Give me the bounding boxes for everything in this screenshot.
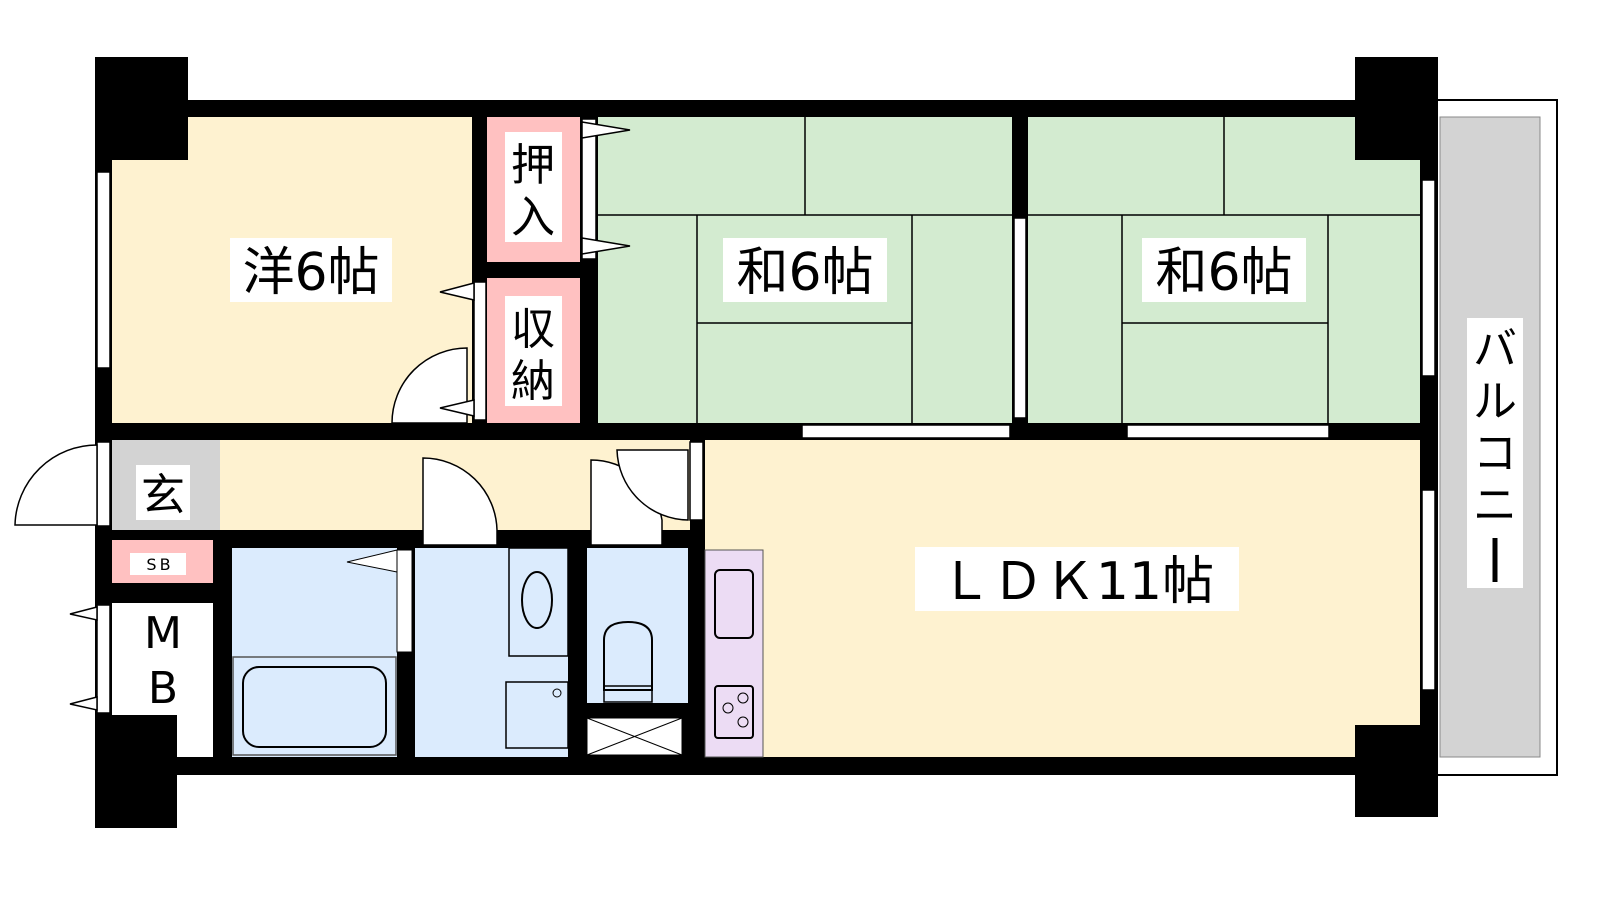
door-icon	[391, 347, 468, 424]
label-oshiire-1: 押	[511, 140, 555, 191]
kitchen-sink-icon	[714, 569, 754, 639]
label-genkan: 玄	[141, 470, 185, 521]
label-western-room: 洋6帖	[242, 243, 379, 303]
washroom-door-icon	[422, 457, 498, 546]
label-oshiire-2: 入	[511, 192, 555, 243]
label-balcony-2: ル	[1473, 376, 1517, 427]
label-japanese-room-2: 和6帖	[1155, 243, 1292, 303]
label-shuno-1: 収	[511, 304, 555, 355]
bathroom	[232, 548, 413, 757]
stove-icon	[714, 685, 754, 739]
label-balcony-4: ニ	[1473, 480, 1517, 531]
label-shoe-box: SB	[146, 555, 173, 574]
pillars	[95, 57, 1438, 828]
label-balcony-3: コ	[1473, 428, 1517, 479]
toilet	[586, 548, 688, 756]
doors	[14, 121, 689, 711]
label-japanese-room-1: 和6帖	[736, 243, 873, 303]
label-balcony-1: バ	[1473, 324, 1517, 375]
label-meter-box-2: B	[148, 663, 178, 714]
room-japanese-1	[598, 117, 1012, 423]
label-shuno-2: 納	[511, 356, 555, 407]
bathtub-icon	[242, 666, 387, 748]
toilet-icon	[603, 620, 653, 691]
kitchen	[704, 549, 764, 758]
bath-door-icon	[346, 549, 398, 573]
label-meter-box-1: M	[144, 608, 182, 659]
washroom	[415, 547, 569, 757]
entrance-door-icon	[14, 444, 98, 526]
ldk-door-icon	[616, 449, 689, 521]
label-ldk: ＬＤＫ11帖	[940, 552, 1214, 612]
sink-icon	[521, 571, 553, 629]
washing-machine-icon	[505, 681, 569, 749]
